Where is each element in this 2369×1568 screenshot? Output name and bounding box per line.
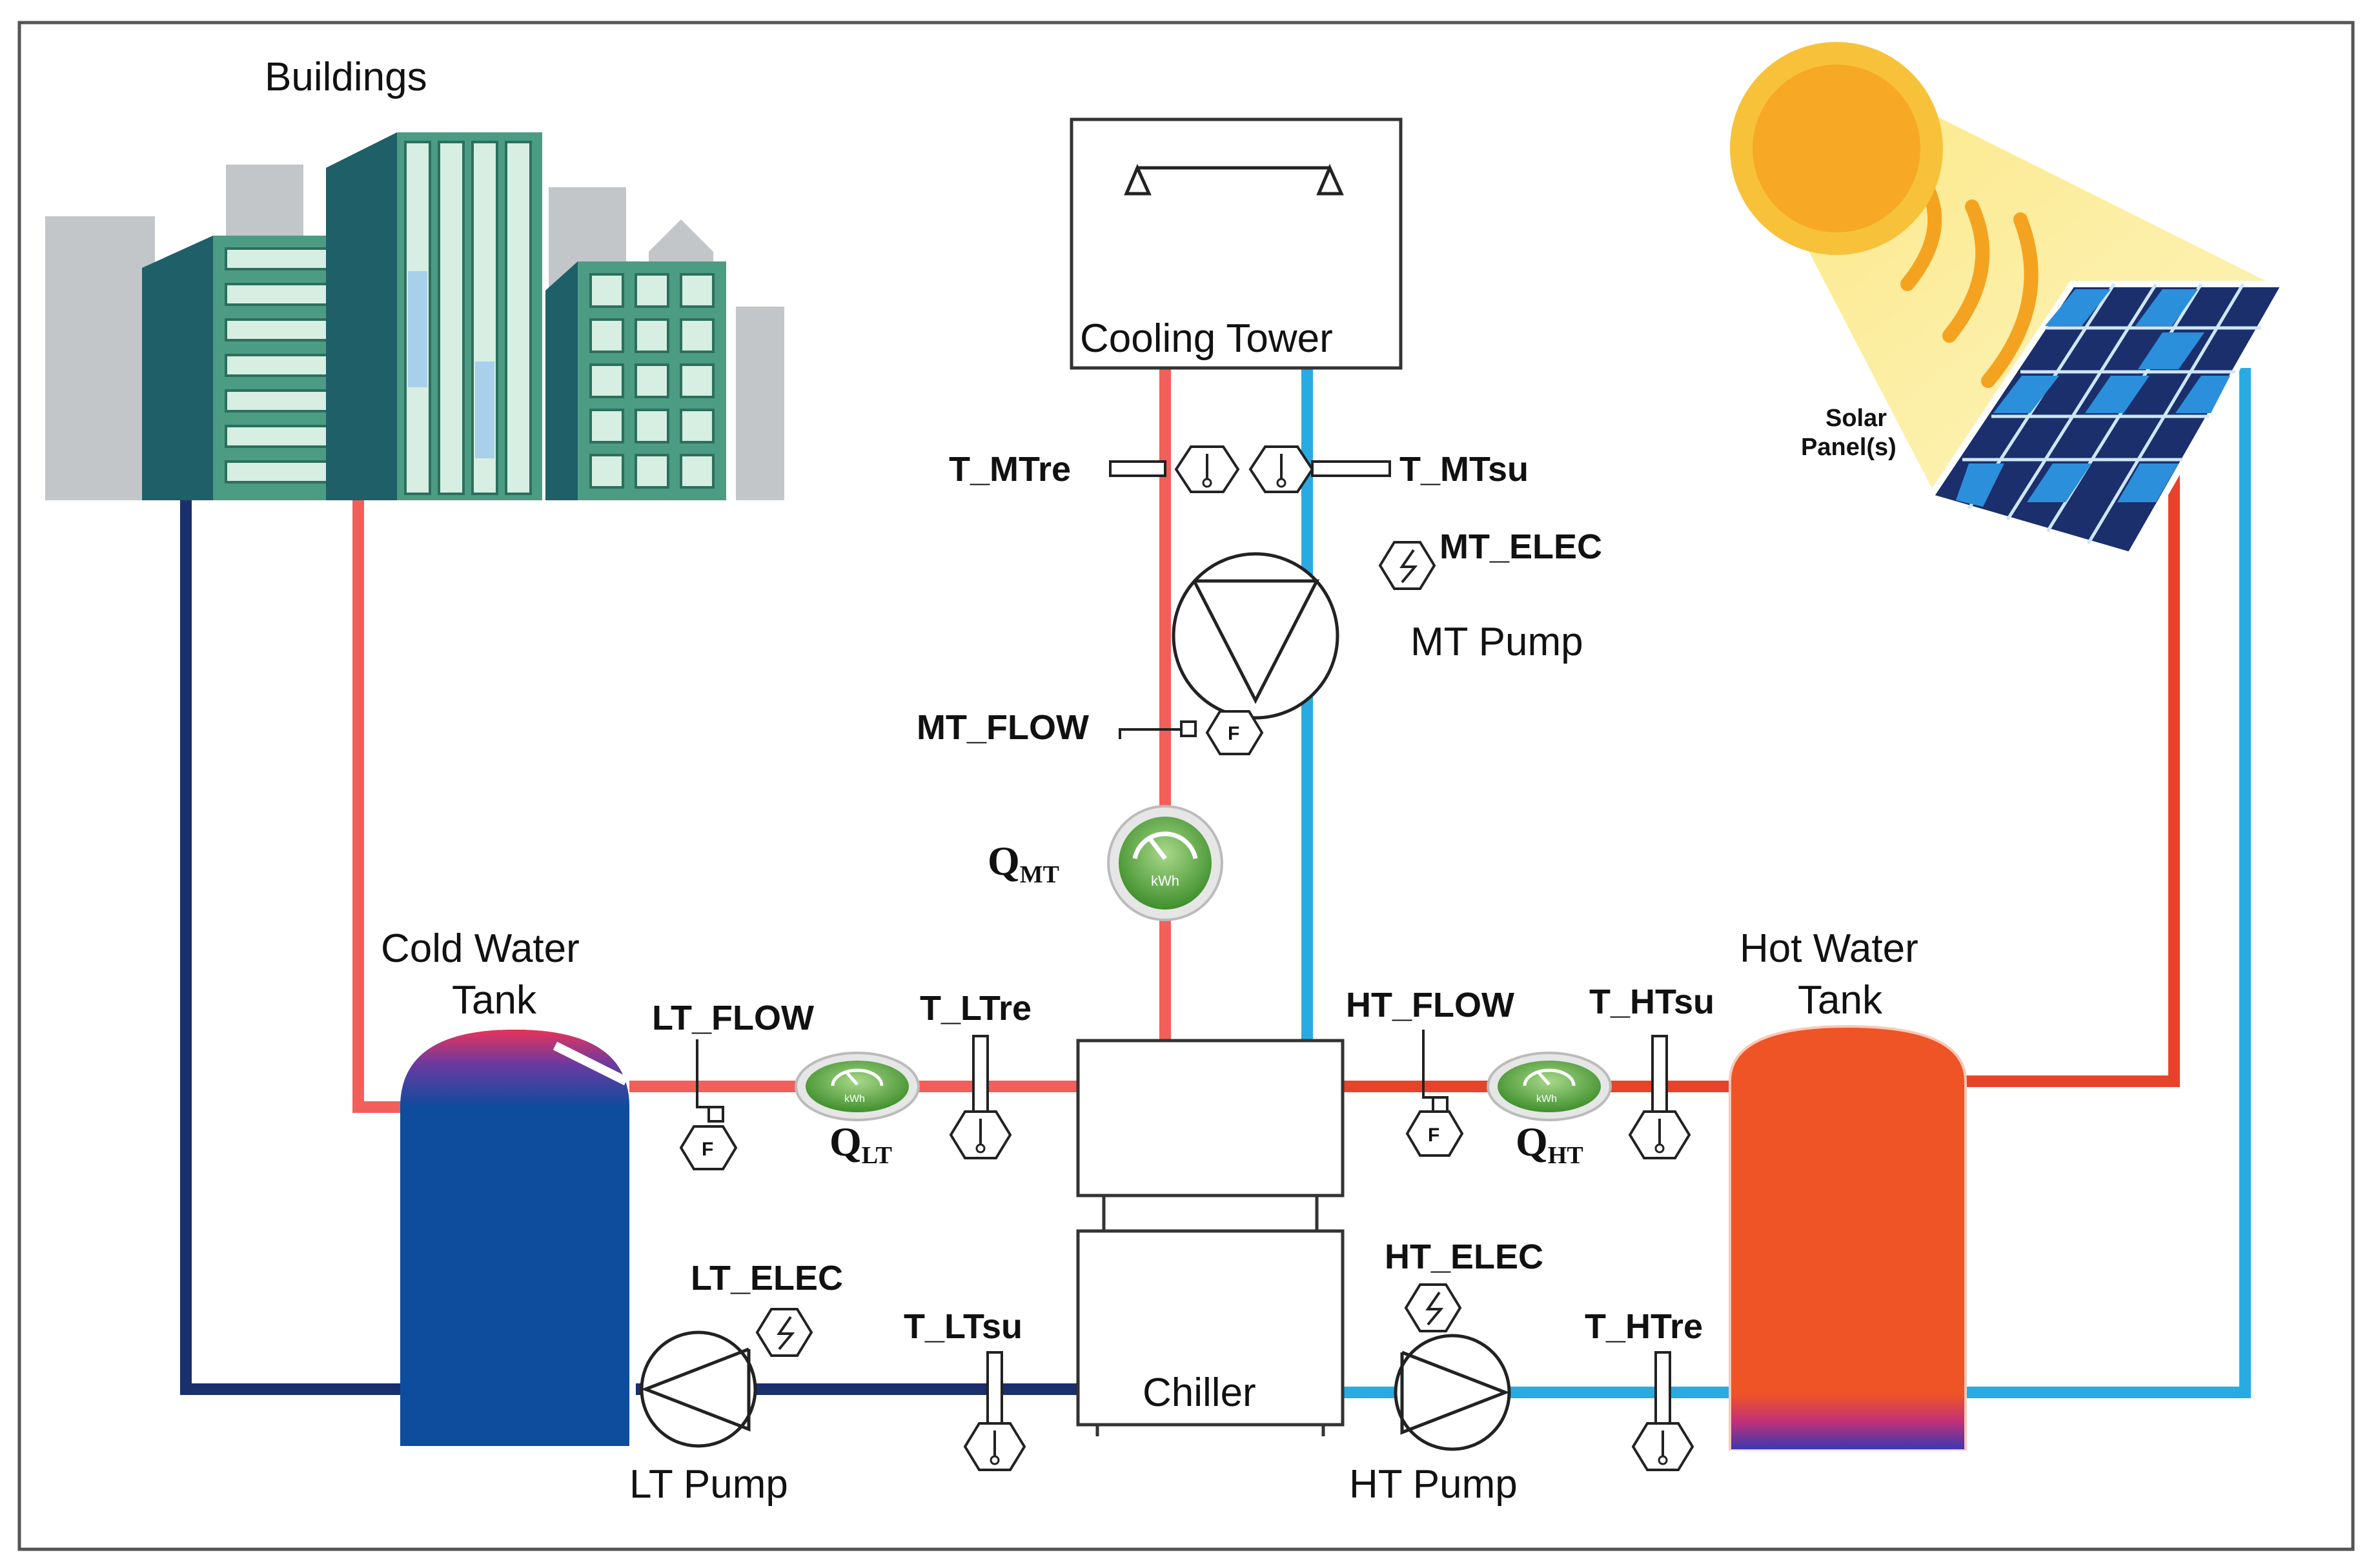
pipe-building-cold bbox=[180, 500, 400, 1395]
solar-illustration bbox=[1730, 42, 2291, 559]
t-htsu-sensor-icon bbox=[1628, 1035, 1691, 1159]
q-mt-label: QMT bbox=[988, 838, 1059, 888]
pipe-hot-tank-to-solar bbox=[1966, 471, 2180, 1087]
buildings-label: Buildings bbox=[265, 55, 427, 99]
t-mtre-label: T_MTre bbox=[949, 450, 1071, 489]
ht-flow-sensor-icon: F bbox=[1405, 1030, 1464, 1157]
t-htre-sensor-icon bbox=[1631, 1351, 1694, 1471]
t-ltsu-label: T_LTsu bbox=[904, 1307, 1022, 1346]
solar-panel-icon bbox=[1925, 281, 2291, 559]
pipe-solar-to-hot-tank bbox=[1966, 368, 2251, 1398]
chiller-label: Chiller bbox=[1143, 1370, 1256, 1415]
mt-pump-icon bbox=[1172, 552, 1339, 720]
t-htre-label: T_HTre bbox=[1585, 1307, 1703, 1346]
ht-elec-sensor-icon bbox=[1404, 1283, 1462, 1332]
lt-flow-label: LT_FLOW bbox=[652, 999, 814, 1037]
q-mt-unit: kWh bbox=[1151, 873, 1179, 889]
q-lt-meter-icon: kWh bbox=[795, 1052, 920, 1121]
t-htsu-label: T_HTsu bbox=[1589, 983, 1714, 1021]
ht-flow-symbol: F bbox=[1428, 1125, 1439, 1146]
lt-elec-label: LT_ELEC bbox=[691, 1259, 843, 1298]
q-lt-label: QLT bbox=[829, 1119, 892, 1169]
mt-elec-label: MT_ELEC bbox=[1439, 527, 1602, 566]
cooling-tower bbox=[1070, 117, 1403, 370]
cooling-tower-label: Cooling Tower bbox=[1080, 316, 1333, 361]
mt-flow-symbol: F bbox=[1228, 723, 1239, 744]
mt-pump-label: MT Pump bbox=[1410, 620, 1583, 664]
lt-flow-symbol: F bbox=[702, 1139, 713, 1160]
t-ltre-sensor-icon bbox=[949, 1035, 1012, 1159]
q-ht-label-main: Q bbox=[1516, 1119, 1548, 1165]
sun-icon bbox=[1730, 42, 1943, 255]
buildings-illustration bbox=[45, 132, 784, 500]
q-lt-label-sub: LT bbox=[862, 1142, 892, 1169]
diagram-frame bbox=[17, 21, 2355, 1551]
ht-pump-icon bbox=[1394, 1334, 1511, 1451]
t-mtre-sensor-icon bbox=[1109, 445, 1240, 493]
cold-water-tank-label-line1: Cold Water bbox=[381, 926, 580, 971]
hot-water-tank-label-line1: Hot Water bbox=[1740, 926, 1918, 971]
q-ht-label-sub: HT bbox=[1548, 1142, 1583, 1169]
lt-flow-sensor-icon: F bbox=[679, 1039, 738, 1170]
t-ltre-label: T_LTre bbox=[920, 989, 1032, 1028]
solar-panels-label-line2: Panel(s) bbox=[1801, 434, 1896, 461]
mt-elec-sensor-icon bbox=[1378, 541, 1436, 590]
q-ht-unit: kWh bbox=[1536, 1094, 1557, 1105]
lt-elec-sensor-icon bbox=[755, 1308, 813, 1357]
solar-panels-label-line1: Solar bbox=[1825, 405, 1887, 432]
q-ht-meter-icon: kWh bbox=[1487, 1052, 1612, 1121]
q-mt-label-sub: MT bbox=[1020, 861, 1059, 888]
t-mtsu-sensor-icon bbox=[1248, 445, 1391, 493]
cold-water-tank-label-line2: Tank bbox=[452, 978, 537, 1023]
lt-pump-label: LT Pump bbox=[629, 1462, 788, 1507]
q-mt-meter-icon: kWh bbox=[1107, 805, 1223, 921]
pipe-building-return bbox=[352, 500, 400, 1113]
mt-flow-label: MT_FLOW bbox=[917, 708, 1089, 747]
cold-water-tank-icon bbox=[400, 1030, 629, 1446]
ht-elec-label: HT_ELEC bbox=[1385, 1237, 1543, 1276]
chiller-icon bbox=[1076, 1039, 1345, 1436]
t-mtsu-label: T_MTsu bbox=[1399, 450, 1529, 489]
ht-pump-label: HT Pump bbox=[1349, 1462, 1518, 1507]
q-ht-label: QHT bbox=[1516, 1119, 1583, 1169]
mt-flow-sensor-icon: F bbox=[1119, 710, 1264, 755]
hot-water-tank-icon bbox=[1729, 1024, 1967, 1451]
hot-water-tank-label-line2: Tank bbox=[1798, 978, 1883, 1023]
ht-flow-label: HT_FLOW bbox=[1346, 986, 1514, 1024]
q-lt-label-main: Q bbox=[829, 1119, 862, 1165]
t-ltsu-sensor-icon bbox=[963, 1351, 1026, 1471]
q-lt-unit: kWh bbox=[844, 1094, 865, 1105]
q-mt-label-main: Q bbox=[988, 838, 1020, 884]
lt-pump-icon bbox=[640, 1330, 757, 1448]
